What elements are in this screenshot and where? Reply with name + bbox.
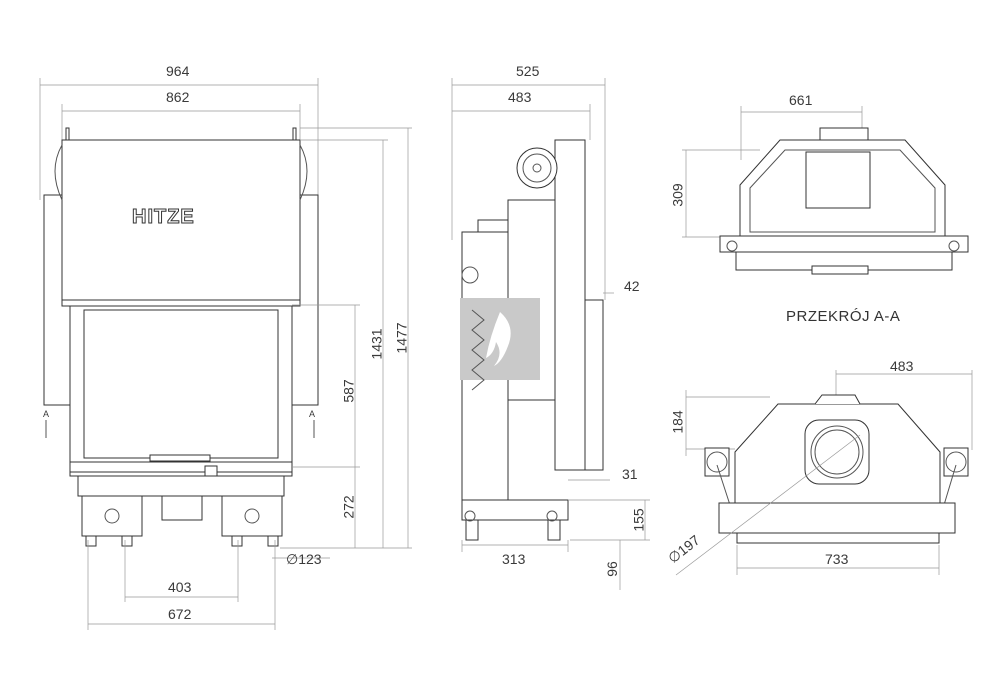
flame-logo-icon [486, 312, 511, 366]
section-marker-right: A [309, 409, 316, 419]
dim-leg-diameter: ∅123 [286, 551, 322, 567]
section-marker-left: A [43, 409, 50, 419]
dim-door-offset: 42 [624, 278, 640, 294]
dim-side-body-depth: 483 [508, 89, 532, 105]
dim-base-depth: 155 [630, 508, 647, 532]
dim-door-height: 587 [340, 379, 357, 403]
dim-base-width: 672 [168, 606, 192, 622]
dim-section-width: 661 [789, 92, 813, 108]
dim-leg-height: 96 [603, 561, 620, 577]
dim-top-width: 733 [825, 551, 849, 567]
dim-body-height: 1431 [368, 328, 385, 360]
dim-side-leg-spacing: 313 [502, 551, 526, 567]
dim-bottom-offset: 31 [622, 466, 638, 482]
dim-flue-offset: 483 [890, 358, 914, 374]
dim-total-height: 1477 [393, 322, 410, 354]
side-view [451, 78, 650, 590]
section-view [682, 106, 969, 275]
dim-top-depth: 184 [669, 410, 686, 434]
dim-base-height: 272 [340, 495, 357, 519]
top-view [675, 370, 973, 576]
dim-front-inner-width: 862 [166, 89, 190, 105]
dim-side-overall-depth: 525 [516, 63, 540, 79]
dim-front-overall-width: 964 [166, 63, 190, 79]
front-view [39, 78, 412, 630]
dim-section-height: 309 [669, 183, 686, 207]
section-title: PRZEKRÓJ A-A [786, 308, 901, 325]
dim-leg-spacing: 403 [168, 579, 192, 595]
brand-logo: HITZE [132, 206, 195, 228]
